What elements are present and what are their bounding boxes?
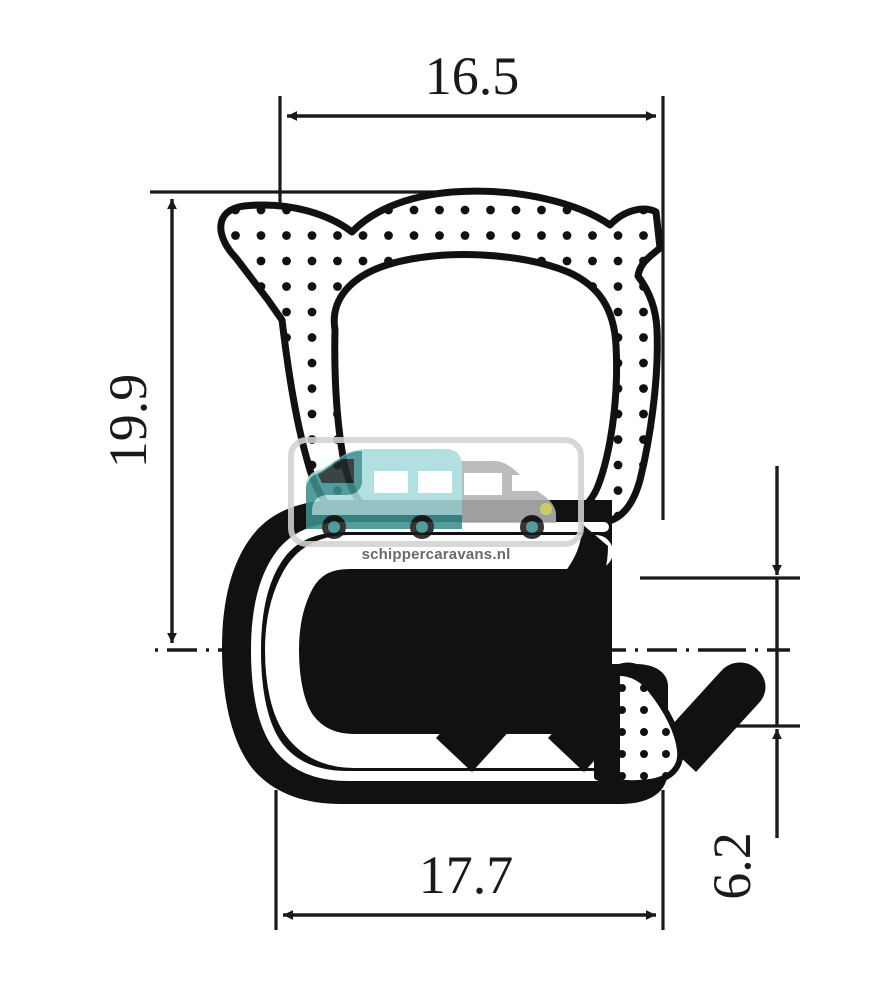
dimension-16-5: 16.5 — [287, 46, 656, 121]
dimension-17-7: 17.7 — [283, 845, 656, 920]
clamp-upper-seal-lip — [432, 524, 608, 648]
grip-fin-3 — [660, 662, 766, 772]
dimension-label-16-5: 16.5 — [425, 46, 520, 106]
dimension-19-9: 19.9 — [98, 199, 177, 643]
clamp-outer-body — [222, 500, 668, 804]
lower-clamp-body — [222, 500, 766, 804]
dimension-label-6-2: 6.2 — [702, 832, 762, 900]
upper-bulb-cavity — [330, 251, 621, 522]
clamp-inner-channel — [265, 535, 617, 768]
upper-sponge-bulb — [217, 187, 664, 524]
clamp-right-column — [598, 664, 620, 784]
dimension-label-17-7: 17.7 — [419, 845, 514, 905]
dimension-label-19-9: 19.9 — [98, 374, 158, 469]
grip-fin-1 — [436, 662, 542, 772]
dimension-6-2: 6.2 — [702, 466, 782, 900]
